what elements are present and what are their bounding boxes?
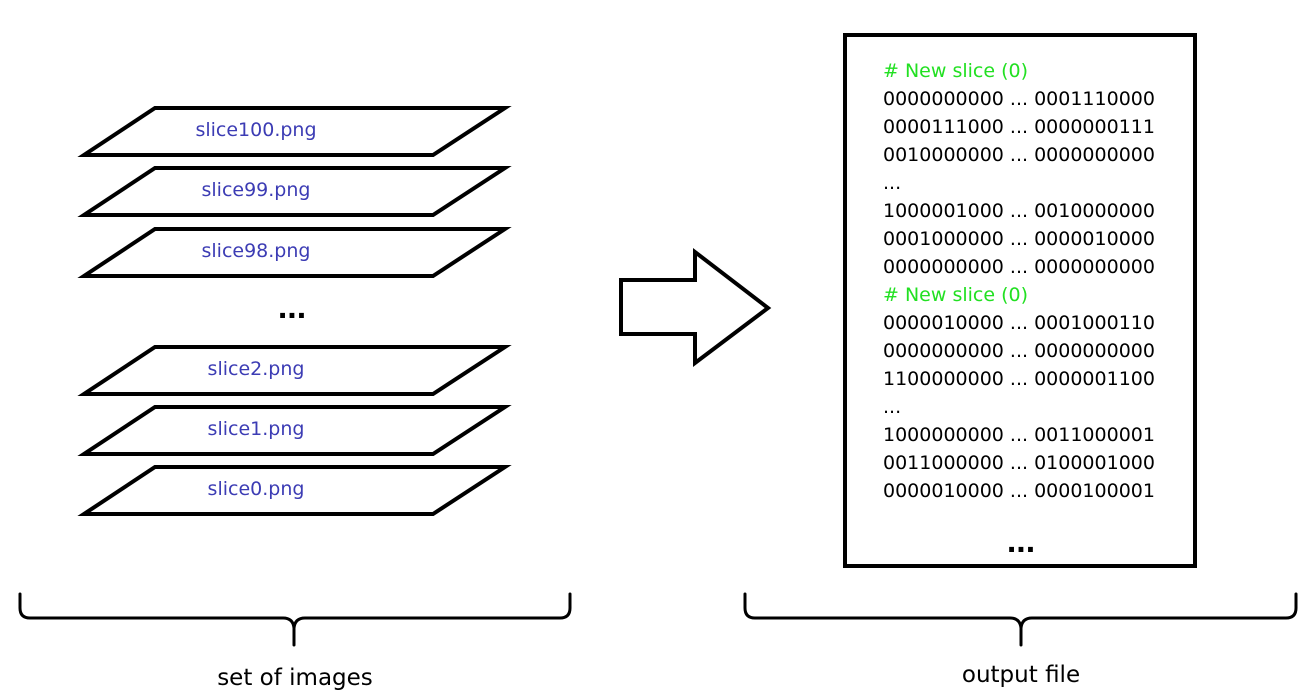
slice-label: slice100.png (195, 119, 316, 141)
slice-plate: slice100.png (77, 106, 512, 157)
slice-label: slice0.png (208, 478, 305, 500)
slice-outline (77, 227, 512, 278)
slice-plate: slice2.png (77, 345, 512, 396)
file-data-line: 1000001000 ... 0010000000 (883, 200, 1155, 222)
file-ellipsis: ... (1007, 522, 1035, 560)
image-slice-stack: slice100.png slice99.png slice98.png slice2… (77, 106, 512, 516)
slice-label: slice99.png (202, 179, 311, 201)
file-comment-line: # New slice (0) (883, 60, 1028, 82)
transform-arrow (619, 247, 772, 368)
slice-plate: slice1.png (77, 405, 512, 456)
slice-plate: slice98.png (77, 227, 512, 278)
slice-label: slice1.png (208, 418, 305, 440)
slice-label: slice98.png (202, 240, 311, 262)
output-caption: output file (962, 662, 1080, 688)
file-data-line: 1000000000 ... 0011000001 (883, 424, 1155, 446)
file-data-line: ... (883, 396, 901, 418)
slice-outline (77, 106, 512, 157)
file-data-line: 0000010000 ... 0001000110 (883, 312, 1155, 334)
file-data-line: 0000000000 ... 0001110000 (883, 88, 1155, 110)
file-comment-line: # New slice (0) (883, 284, 1028, 306)
file-data-line: 1100000000 ... 0000001100 (883, 368, 1155, 390)
slice-plate: slice99.png (77, 166, 512, 217)
file-data-line: 0010000000 ... 0000000000 (883, 144, 1155, 166)
file-data-line: 0000000000 ... 0000000000 (883, 340, 1155, 362)
file-data-line: 0000010000 ... 0000100001 (883, 480, 1155, 502)
slice-outline (77, 465, 512, 516)
images-caption: set of images (217, 665, 373, 691)
file-data-line: 0000000000 ... 0000000000 (883, 256, 1155, 278)
file-data-line: 0011000000 ... 0100001000 (883, 452, 1155, 474)
slice-label: slice2.png (208, 358, 305, 380)
stack-ellipsis: ... (278, 288, 306, 326)
output-brace (743, 592, 1298, 647)
file-data-line: ... (883, 172, 901, 194)
output-file-box (843, 33, 1197, 568)
file-data-line: 0001000000 ... 0000010000 (883, 228, 1155, 250)
images-brace (18, 592, 572, 647)
slice-plate: slice0.png (77, 465, 512, 516)
file-data-line: 0000111000 ... 0000000111 (883, 116, 1155, 138)
slice-outline (77, 166, 512, 217)
output-file-content: # New slice (0) 0000000000 ... 0001110000… (883, 60, 1155, 502)
slice-outline (77, 405, 512, 456)
slice-outline (77, 345, 512, 396)
